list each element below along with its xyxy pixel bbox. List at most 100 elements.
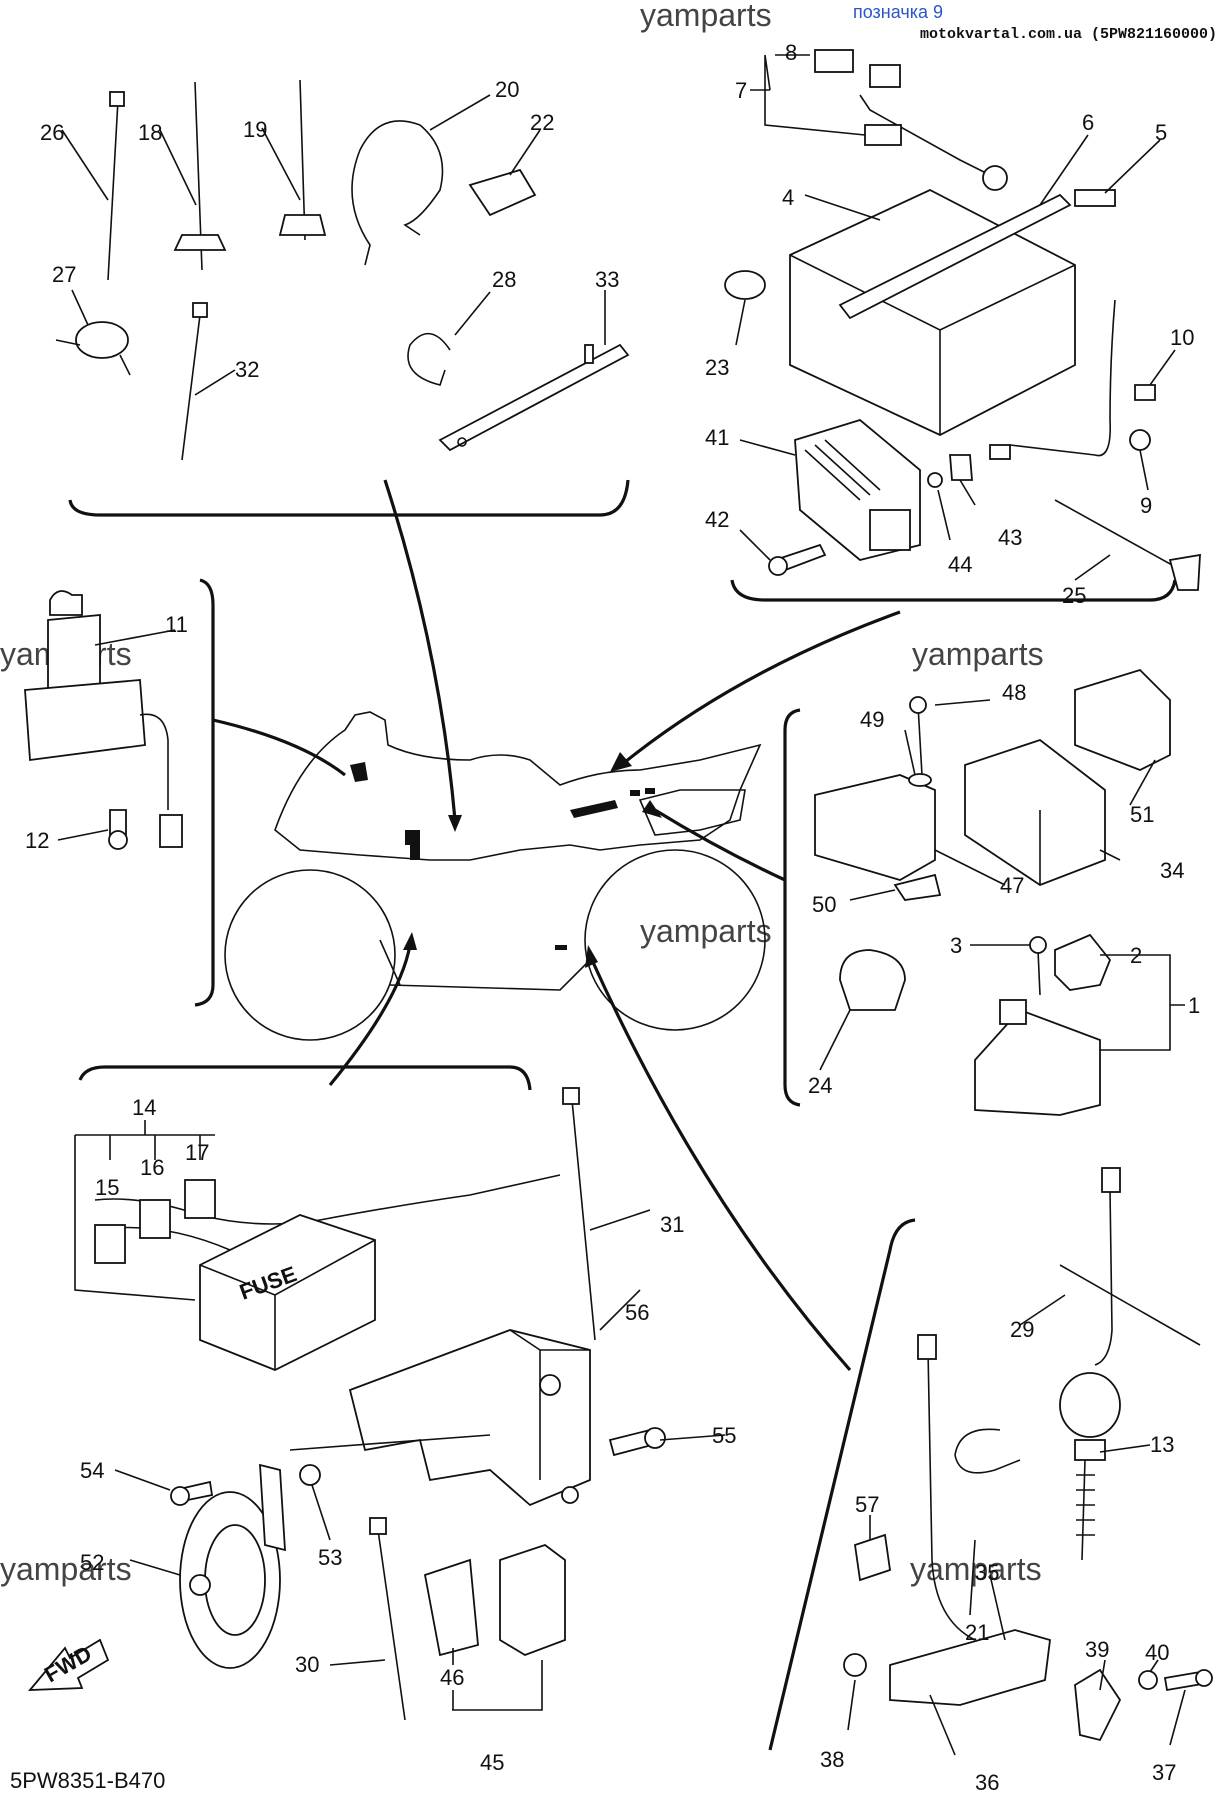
arrow-top-left [383,479,457,821]
part-47-relay[interactable] [814,774,936,881]
callout-24: 24 [808,1073,832,1098]
callout-27: 27 [52,262,76,287]
callout-38: 38 [820,1747,844,1772]
part-1-starter-relay[interactable] [974,999,1101,1116]
part-38-nut[interactable] [843,1653,867,1677]
part-52-horn[interactable] [179,1463,286,1669]
callout-13: 13 [1150,1432,1174,1457]
callout-6: 6 [1082,110,1094,135]
callout-33: 33 [595,267,619,292]
part-56-bracket[interactable] [348,1329,591,1507]
callout-2: 2 [1130,943,1142,968]
callout-numbers: 1 2 3 4 5 6 7 8 9 10 11 12 13 14 15 16 1… [25,40,1200,1795]
part-22-holder[interactable] [468,168,537,217]
part-44-washer[interactable] [927,472,943,488]
callout-31: 31 [660,1212,684,1237]
part-45-relay-set[interactable] [499,1543,566,1656]
part-3-bolt[interactable] [1029,936,1047,996]
part-13-neutral-switch[interactable] [1059,1167,1121,1561]
header-link[interactable]: позначка 9 [852,2,943,22]
callout-54: 54 [80,1458,104,1483]
part-32-cable-tie[interactable] [181,302,208,461]
part-55-bolt[interactable] [608,1427,666,1457]
part-16-fuse[interactable] [139,1199,171,1239]
callout-19: 19 [243,117,267,142]
part-9-lead[interactable] [989,299,1151,460]
part-51-flasher-relay[interactable] [1074,668,1171,771]
part-2-fuse[interactable] [1054,933,1112,991]
part-42-bolt[interactable] [768,543,827,576]
part-4-battery[interactable] [789,188,1076,437]
callout-7: 7 [735,78,747,103]
part-49-washer[interactable] [908,773,932,787]
callout-1: 1 [1188,993,1200,1018]
part-48-bolt[interactable] [909,696,927,776]
callout-34: 34 [1160,858,1184,883]
callout-3: 3 [950,933,962,958]
callout-29: 29 [1010,1317,1034,1342]
callout-56: 56 [625,1300,649,1325]
callout-51: 51 [1130,802,1154,827]
callout-9: 9 [1140,493,1152,518]
watermark-right: yamparts [912,636,1044,672]
part-43-plate[interactable] [949,454,973,481]
part-41-rectifier-regulator[interactable] [794,418,921,561]
part-31-cable-tie[interactable] [562,1087,596,1341]
part-21-wire-clip[interactable] [954,1428,1021,1474]
part-39-cover[interactable] [1074,1668,1122,1742]
part-33-band[interactable] [438,343,630,452]
part-53-nut[interactable] [299,1464,321,1486]
callout-22: 22 [530,110,554,135]
diagram-code: 5PW8351-B470 [10,1768,166,1793]
callout-16: 16 [140,1155,164,1180]
part-7-wire-harness[interactable] [814,49,1008,191]
part-27-clamp[interactable] [55,321,131,376]
part-6-battery-band[interactable] [838,193,1072,320]
part-11-main-switch[interactable] [24,590,183,848]
arrow-right-mid [654,808,786,882]
part-25-cable-tie[interactable] [1054,499,1201,591]
watermark-center: yamparts [640,913,772,949]
part-40-washer[interactable] [1138,1670,1158,1690]
part-18-cable-tie[interactable] [173,81,227,271]
callout-20: 20 [495,77,519,102]
part-14-fuse-box[interactable]: FUSE [199,1214,376,1371]
part-15-fuse[interactable] [94,1224,126,1264]
part-20-wire-clip[interactable] [351,120,444,266]
group-bracket-top-right [730,579,1177,602]
part-23-clamp[interactable] [724,270,766,300]
part-35-sidestand-switch[interactable] [889,1334,1051,1706]
group-bracket-bottom-right [768,1218,916,1751]
arrow-bottom-right [590,959,852,1372]
part-57-coupler[interactable] [854,1533,891,1582]
callout-48: 48 [1002,680,1026,705]
callout-49: 49 [860,707,884,732]
part-5-pad[interactable] [1074,189,1116,207]
part-24-holder[interactable] [839,949,906,1011]
part-28-wire-clip[interactable] [407,332,451,386]
callout-23: 23 [705,355,729,380]
part-29-cable-tie[interactable] [1059,1264,1201,1346]
part-54-bolt[interactable] [170,1480,214,1506]
callout-39: 39 [1085,1637,1109,1662]
part-50-bracket[interactable] [893,873,942,901]
part-46-coupler[interactable] [423,1558,479,1657]
arrow-head [403,932,417,950]
callout-25: 25 [1062,583,1086,608]
part-19-cable-tie[interactable] [278,79,327,241]
callout-10: 10 [1170,325,1194,350]
arrow-bottom-left [328,944,412,1087]
part-12-bolt[interactable] [108,809,128,850]
part-26-cable-tie[interactable] [107,91,125,281]
part-30-cable-tie[interactable] [369,1517,406,1721]
part-37-screw[interactable] [1163,1669,1213,1692]
callout-43: 43 [998,525,1022,550]
callout-18: 18 [138,120,162,145]
callout-41: 41 [705,425,729,450]
callout-30: 30 [295,1652,319,1677]
callout-55: 55 [712,1423,736,1448]
part-34-relay[interactable] [964,738,1106,887]
part-10-bolt[interactable] [1134,384,1156,401]
arrow-head [642,800,662,818]
part-17-fuse[interactable] [184,1179,216,1219]
